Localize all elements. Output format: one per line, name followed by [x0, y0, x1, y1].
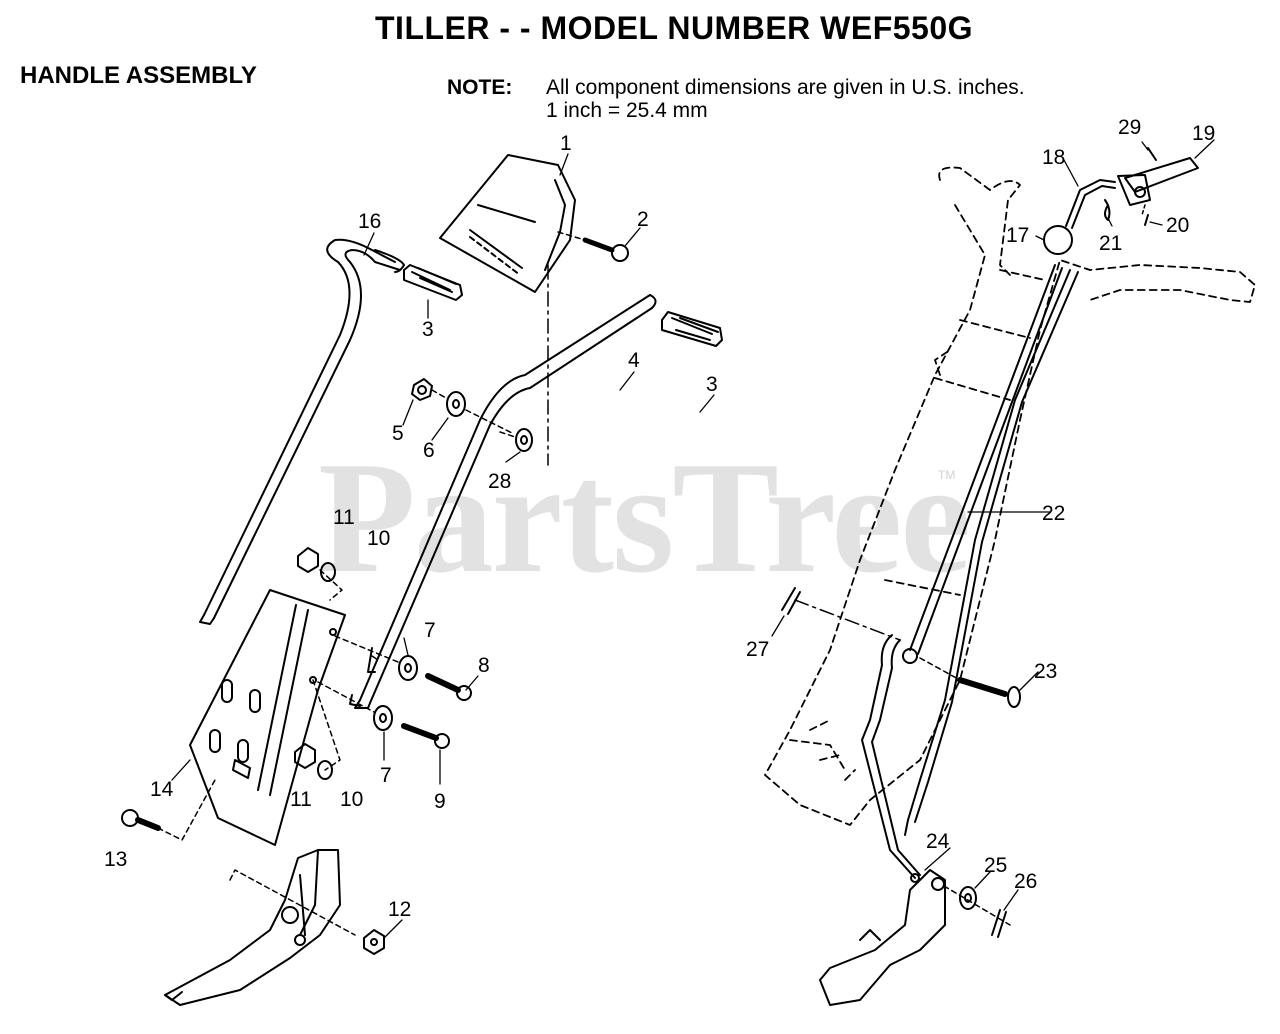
part-9-bolt — [401, 723, 450, 749]
part-12-nut — [363, 929, 385, 955]
part-10-washer-lower — [317, 760, 333, 780]
callout-28: 28 — [488, 470, 511, 493]
part-3-grip-left — [403, 264, 463, 301]
lower-pivot-frame — [819, 869, 946, 1006]
callout-16: 16 — [358, 210, 381, 233]
part-2-bolt — [582, 237, 629, 262]
callout-3-right: 3 — [706, 373, 718, 396]
callout-3-left: 3 — [422, 318, 434, 341]
part-20-screw — [1144, 214, 1149, 226]
part-22-control-rod — [904, 264, 1079, 836]
part-17-knob — [1043, 225, 1073, 255]
part-7-washer-lower — [373, 705, 393, 731]
note-label: NOTE: — [447, 76, 513, 99]
lower-mount-frame — [164, 849, 341, 1006]
part-21-clip — [1104, 199, 1111, 221]
part-29-pin — [1147, 147, 1157, 161]
watermark-trademark: TM — [938, 468, 956, 482]
part-18-cable-end — [1065, 179, 1116, 229]
part-11-nut-lower — [294, 743, 316, 769]
callout-5: 5 — [392, 422, 404, 445]
part-11-nut-upper — [297, 547, 319, 573]
callout-6: 6 — [423, 439, 435, 462]
part-24-lever-arm — [861, 634, 921, 883]
note-line-2: 1 inch = 25.4 mm — [546, 99, 708, 122]
callout-8: 8 — [478, 654, 490, 677]
part-27-pin — [781, 587, 801, 615]
callout-21: 21 — [1099, 232, 1122, 255]
callout-10-upper: 10 — [367, 527, 390, 550]
part-23-bolt — [957, 677, 1021, 708]
part-7-washer-upper — [398, 655, 418, 681]
part-16-left-handlebar — [199, 238, 405, 625]
callout-18: 18 — [1042, 146, 1065, 169]
part-26-pin — [991, 909, 1007, 938]
callout-11-upper: 11 — [333, 506, 355, 529]
callout-25: 25 — [984, 854, 1007, 877]
callout-7-lower: 7 — [380, 764, 392, 787]
note-text: All component dimensions are given in U.… — [546, 76, 1025, 122]
part-25-washer — [959, 886, 977, 910]
callout-26: 26 — [1014, 870, 1037, 893]
callout-29: 29 — [1118, 116, 1141, 139]
part-13-bolt — [121, 809, 161, 831]
part-1-upper-panel — [439, 154, 576, 293]
part-10-washer-upper — [320, 562, 336, 582]
right-handle-outline — [764, 166, 1256, 826]
callout-19: 19 — [1192, 122, 1215, 145]
callout-2: 2 — [637, 208, 649, 231]
part-28-washer — [515, 428, 533, 452]
part-4-right-handlebar — [354, 294, 657, 709]
callout-14: 14 — [150, 778, 174, 801]
callout-leaders — [171, 139, 1215, 939]
part-8-bolt — [425, 673, 472, 701]
callout-20: 20 — [1166, 214, 1189, 237]
part-3-grip-right — [661, 311, 723, 347]
part-14-bracket-plate — [189, 589, 346, 846]
callout-27: 27 — [746, 638, 769, 661]
page-title: TILLER - - MODEL NUMBER WEF550G — [375, 10, 974, 46]
callout-13: 13 — [104, 848, 127, 871]
callout-17: 17 — [1006, 224, 1029, 247]
callout-23: 23 — [1034, 660, 1057, 683]
callout-1: 1 — [560, 132, 572, 155]
callout-9: 9 — [434, 790, 446, 813]
callout-12: 12 — [388, 898, 411, 921]
callout-11-lower: 11 — [290, 788, 312, 811]
callout-10-lower: 10 — [340, 788, 363, 811]
callout-24: 24 — [926, 830, 950, 853]
callout-4: 4 — [628, 349, 640, 372]
watermark: PartsTree — [318, 428, 971, 606]
part-19-throttle-grip — [1117, 157, 1199, 206]
callout-22: 22 — [1042, 502, 1065, 525]
part-6-washer — [446, 391, 466, 417]
part-5-nut — [411, 378, 433, 401]
section-subtitle: HANDLE ASSEMBLY — [20, 62, 257, 89]
note-line-1: All component dimensions are given in U.… — [546, 76, 1025, 99]
callout-7-upper: 7 — [424, 619, 436, 642]
